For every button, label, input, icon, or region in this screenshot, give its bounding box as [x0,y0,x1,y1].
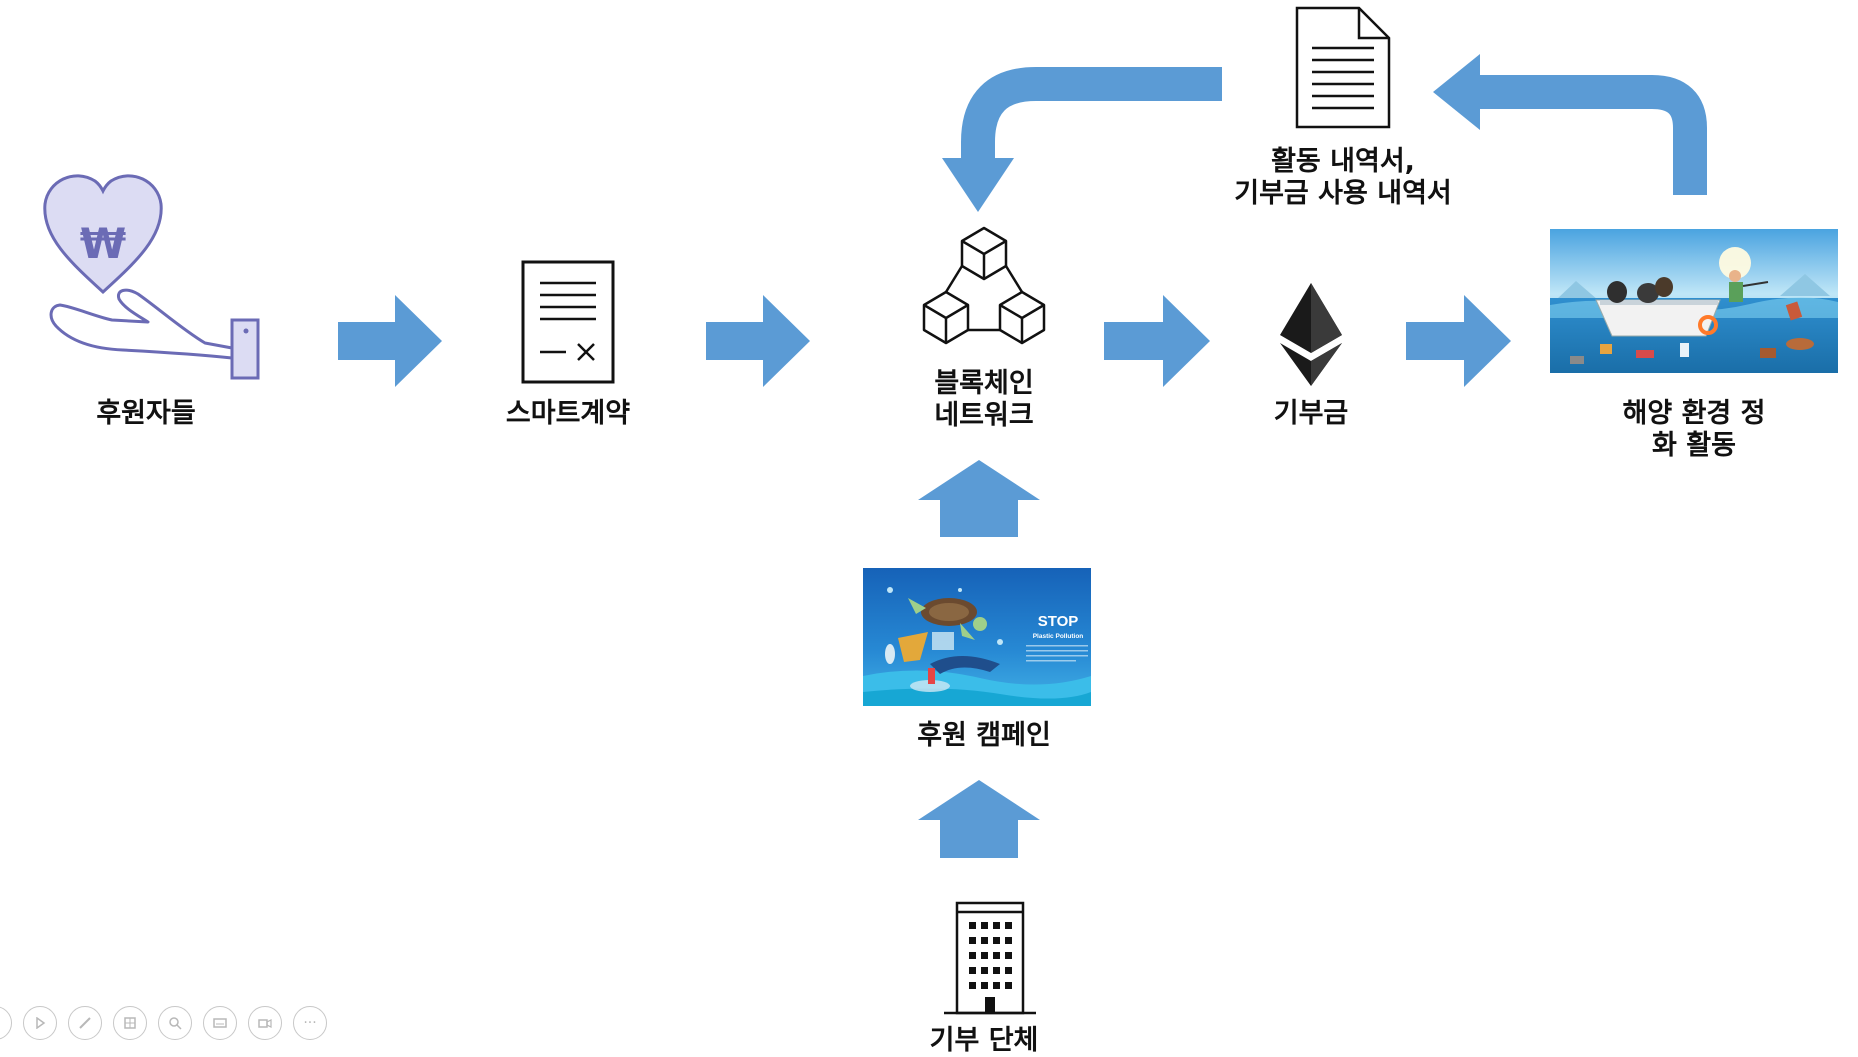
play-icon[interactable] [23,1006,57,1040]
arrow-donation-to-cleanup [1406,295,1511,387]
report-label: 활동 내역서, 기부금 사용 내역서 [1234,146,1452,209]
arrow-campaign-to-blockchain [918,460,1040,537]
arrow-contract-to-blockchain [706,295,810,387]
blockchain-cubes-icon [922,226,1046,345]
blockchain-network-label: 블록체인 네트워크 [934,368,1034,431]
sponsors-label: 후원자들 [96,398,196,429]
campaign-label: 후원 캠페인 [917,720,1051,751]
arrow-cleanup-to-report-head [1433,54,1480,130]
arrow-cleanup-to-report-curve [1478,75,1707,195]
ocean-cleanup-label: 해양 환경 정화 활동 [1622,398,1766,461]
ocean-cleanup-illustration [1550,229,1838,373]
arrow-sponsors-to-contract [338,295,442,387]
arrow-report-to-blockchain-curve [961,67,1222,160]
arrow-organization-to-campaign [918,780,1040,858]
heart-hand-won-icon [43,174,260,380]
won-symbol: ₩ [80,219,126,268]
document-icon [1295,6,1391,129]
arrow-report-to-blockchain-head [942,158,1014,212]
campaign-stop-text: STOP [1038,613,1079,630]
organization-label: 기부 단체 [929,1025,1039,1056]
building-icon [944,901,1036,1015]
smart-contract-label: 스마트계약 [505,398,631,429]
slides-icon[interactable] [113,1006,147,1040]
donation-label: 기부금 [1273,398,1349,429]
subtitles-icon[interactable] [203,1006,237,1040]
campaign-subtitle-text: Plastic Pollution [1033,633,1084,640]
camera-icon[interactable] [248,1006,282,1040]
more-icon[interactable]: ··· [293,1006,327,1040]
prev-icon[interactable] [0,1006,12,1040]
stop-plastic-pollution-illustration [863,568,1091,706]
arrow-blockchain-to-donation [1104,295,1210,387]
presentation-toolbar: ··· [0,1006,327,1042]
campaign-fineprint-lines [1026,645,1088,662]
zoom-icon[interactable] [158,1006,192,1040]
ethereum-icon [1280,283,1342,386]
contract-document-icon [521,260,615,384]
pen-icon[interactable] [68,1006,102,1040]
